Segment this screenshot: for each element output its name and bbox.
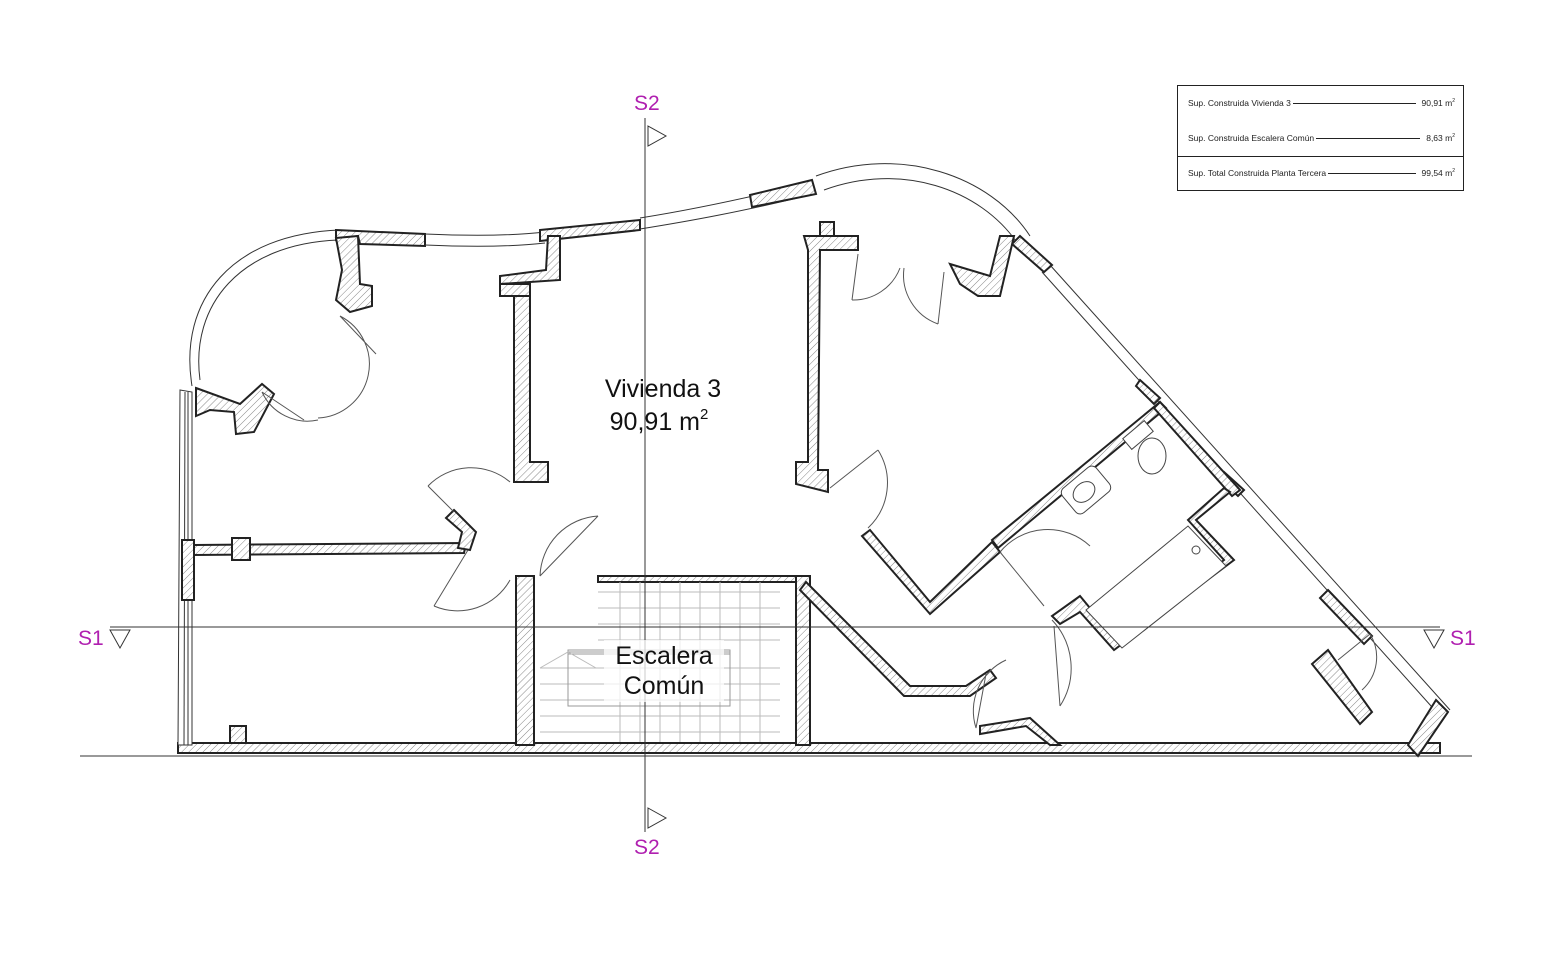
sink-icon [1060,465,1112,515]
section-s1-left-arrow [109,629,131,650]
section-s2-bottom-arrow [647,807,668,829]
area-legend-table: Sup. Construida Vivienda 3 90,91 m2 Sup.… [1177,85,1464,191]
section-s1-left-label: S1 [78,627,104,650]
legend-row-vivienda: Sup. Construida Vivienda 3 90,91 m2 [1188,94,1455,112]
bathtub-icon [1085,525,1227,649]
legend-separator [1178,156,1463,157]
escalera-line1: Escalera [615,642,712,670]
vivienda-area-value: 90,91 m [610,408,700,436]
legend-row-total: Sup. Total Construida Planta Tercera 99,… [1188,164,1455,182]
section-s2-bottom-label: S2 [634,836,660,859]
vivienda-area: 90,91 m2 [610,406,709,436]
escalera-line2: Común [624,672,705,700]
toilet-icon [1122,419,1167,475]
section-lines: S2 S2 S1 S1 [78,92,1476,859]
legend-label: Sup. Construida Vivienda 3 [1188,98,1291,108]
section-s2-top-label: S2 [634,92,660,115]
room-labels: Vivienda 3 90,91 m2 Escalera Común [604,375,724,702]
interior-walls [193,221,1374,746]
section-s1-right-arrow [1423,629,1445,650]
vivienda-name: Vivienda 3 [605,375,721,403]
exterior-walls [177,163,1451,758]
legend-leader-line [1292,102,1416,104]
legend-value: 8,63 m2 [1426,133,1455,143]
legend-label: Sup. Total Construida Planta Tercera [1188,168,1327,178]
legend-value: 90,91 m2 [1421,98,1456,108]
legend-leader-line [1328,172,1416,174]
legend-value: 99,54 m2 [1421,168,1456,178]
legend-label: Sup. Construida Escalera Común [1188,133,1315,143]
section-s1-right-label: S1 [1450,627,1476,650]
legend-row-escalera: Sup. Construida Escalera Común 8,63 m2 [1188,129,1455,147]
vivienda-area-sup: 2 [700,406,708,423]
section-s2-top-arrow [647,125,668,147]
doors [261,253,1378,729]
bathroom-fixtures [1060,419,1227,649]
legend-leader-line [1316,137,1421,139]
